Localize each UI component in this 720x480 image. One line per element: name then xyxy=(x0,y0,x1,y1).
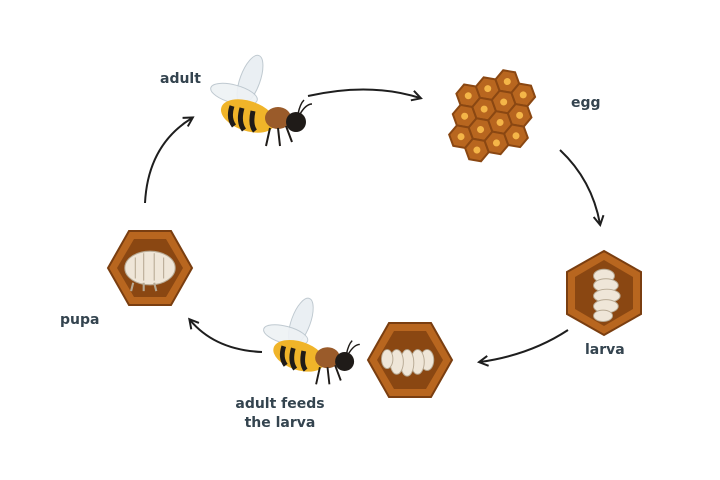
egg-dot xyxy=(492,139,500,147)
label-adult-feeds-larva: adult feeds the larva xyxy=(232,395,328,433)
feeding-bee-icon xyxy=(261,295,359,384)
egg-dot xyxy=(500,98,508,106)
egg-dot xyxy=(473,146,481,154)
arrow-egg-to-larva xyxy=(559,149,600,224)
egg-dot xyxy=(496,118,504,126)
egg-dot xyxy=(480,105,488,113)
label-pupa: pupa xyxy=(60,312,100,328)
egg-dot xyxy=(464,92,472,100)
label-adult-feeds-line2: the larva xyxy=(244,415,316,431)
egg-dot xyxy=(477,126,485,134)
egg-honeycomb-icon xyxy=(448,69,537,163)
label-adult-feeds-line1: adult feeds xyxy=(235,396,325,412)
egg-dot xyxy=(512,132,520,140)
arrow-adult-to-egg xyxy=(307,88,420,98)
egg-dot xyxy=(516,111,524,119)
arrow-larva-to-feeding xyxy=(480,329,569,362)
adult-bee-icon xyxy=(208,52,312,146)
pupa-cell-icon xyxy=(107,230,193,306)
egg-dot xyxy=(484,85,492,93)
egg-dot xyxy=(519,91,527,99)
egg-dot xyxy=(457,133,465,141)
label-larva: larva xyxy=(585,342,625,358)
fed-larva-cell-icon xyxy=(367,322,453,398)
label-adult: adult xyxy=(160,71,201,87)
larva-cell-icon xyxy=(566,250,642,336)
egg-dot xyxy=(461,112,469,120)
arrow-pupa-to-adult xyxy=(144,118,192,204)
arrow-feeding-to-pupa xyxy=(190,320,263,353)
label-egg: egg xyxy=(571,95,601,111)
egg-dot xyxy=(503,78,511,86)
